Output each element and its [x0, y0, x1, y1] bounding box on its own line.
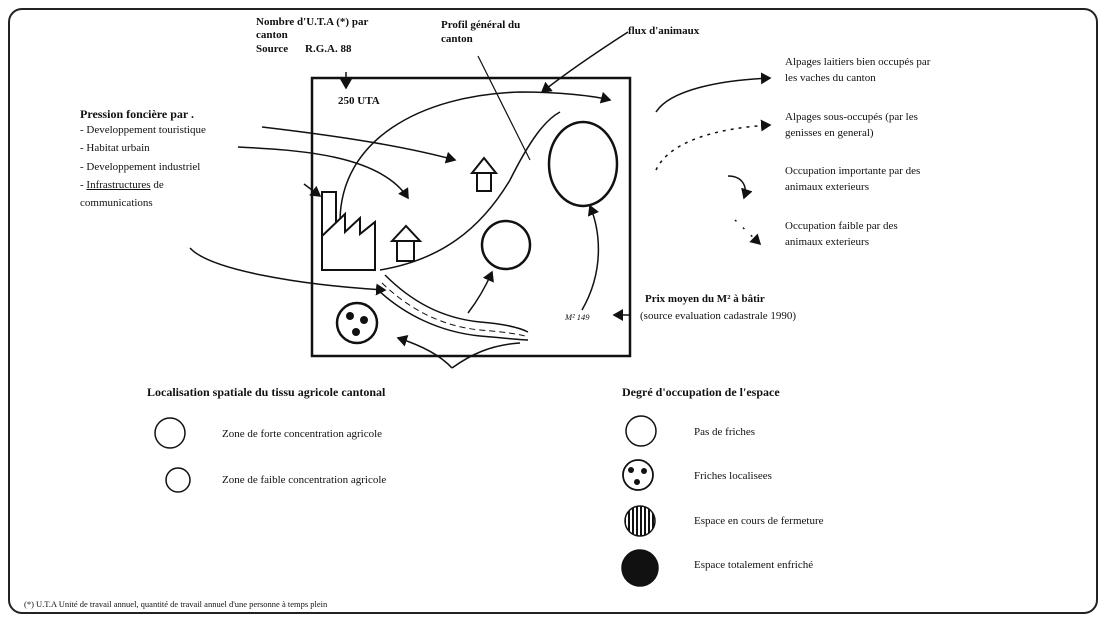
legend-light-line1: Occupation faible par des: [785, 220, 898, 232]
occupation-item: Friches localisees: [694, 470, 772, 482]
legend-symbol-alpage-under: [655, 119, 772, 171]
occupation-item: Espace en cours de fermeture: [694, 515, 824, 527]
house-icon: [469, 156, 499, 192]
localisation-title: Localisation spatiale du tissu agricole …: [147, 385, 386, 399]
legend-alpage-under-line1: Alpages sous-occupés (par les: [785, 111, 918, 123]
pressure-item: - Developpement touristique: [80, 124, 206, 136]
source-label: Source: [256, 43, 289, 55]
legend-weak-circle: [165, 467, 191, 493]
legend-alpage-well-line1: Alpages laitiers bien occupés par: [785, 56, 931, 68]
pressure-item: - Infrastructures de: [80, 179, 164, 191]
source-line1: Nombre d'U.T.A (*) par: [256, 16, 369, 28]
occupation-title: Degré d'occupation de l'espace: [622, 385, 780, 399]
arrow-tourism: [261, 126, 457, 164]
ridge-line: [379, 111, 561, 271]
pressure-item: - Developpement industriel: [80, 161, 201, 173]
pressure-title: Pression foncière par .: [80, 107, 194, 121]
legend-alpage-under-line2: genisses en general): [785, 127, 874, 139]
arrow-habitat: [237, 146, 409, 200]
legend-heavy-line1: Occupation importante par des: [785, 165, 921, 177]
localisation-weak-label: Zone de faible concentration agricole: [222, 474, 387, 486]
pressure-item-cont: communications: [80, 197, 153, 209]
map-friches-circle: [335, 301, 379, 345]
legend-no-friches: [625, 415, 657, 447]
house-icon: [389, 224, 423, 262]
arrow-industry: [303, 183, 322, 197]
source-line2: canton: [256, 29, 288, 41]
legend-fermeture: [624, 505, 656, 537]
occupation-item: Pas de friches: [694, 426, 756, 438]
price-line1: Prix moyen du M² à bâtir: [645, 293, 765, 305]
profile-line: [339, 91, 612, 223]
profile-label-line2: canton: [441, 33, 473, 45]
arrow-profile: [477, 55, 531, 161]
profile-label-line1: Profil général du: [441, 19, 521, 31]
legend-symbol-light-external: [734, 219, 762, 246]
legend-symbol-alpage-well: [655, 72, 772, 113]
footnote: (*) U.T.A Unité de travail annuel, quant…: [24, 599, 328, 609]
uta-value: 250 UTA: [338, 95, 380, 107]
flow-to-strong: [581, 204, 600, 311]
road-line: [384, 274, 529, 333]
underlined-word: Infrastructures: [86, 179, 151, 191]
strong-zone-circle: [547, 120, 619, 208]
factory-icon: [321, 191, 376, 271]
legend-enfriche: [621, 549, 659, 587]
legend-friches-localisees: [622, 459, 654, 491]
flow-to-friches: [396, 335, 453, 369]
map-price-value: M² 149: [565, 312, 590, 322]
localisation-strong-label: Zone de forte concentration agricole: [222, 428, 383, 440]
legend-symbol-heavy-external: [727, 175, 753, 200]
flow-to-weak: [467, 270, 494, 314]
legend-alpage-well-line2: les vaches du canton: [785, 72, 876, 84]
flux-label: flux d'animaux: [628, 25, 700, 37]
legend-strong-circle: [154, 417, 186, 449]
source-value: R.G.A. 88: [305, 43, 352, 55]
arrow-infra: [189, 247, 387, 296]
legend-light-line2: animaux exterieurs: [785, 236, 869, 248]
pressure-item: - Habitat urbain: [80, 142, 150, 154]
arrow-flux: [540, 31, 629, 93]
legend-heavy-line2: animaux exterieurs: [785, 181, 869, 193]
diagram-frame: [8, 8, 1098, 614]
price-line2: (source evaluation cadastrale 1990): [640, 310, 797, 322]
occupation-item: Espace totalement enfriché: [694, 559, 814, 571]
weak-zone-circle: [480, 219, 532, 271]
